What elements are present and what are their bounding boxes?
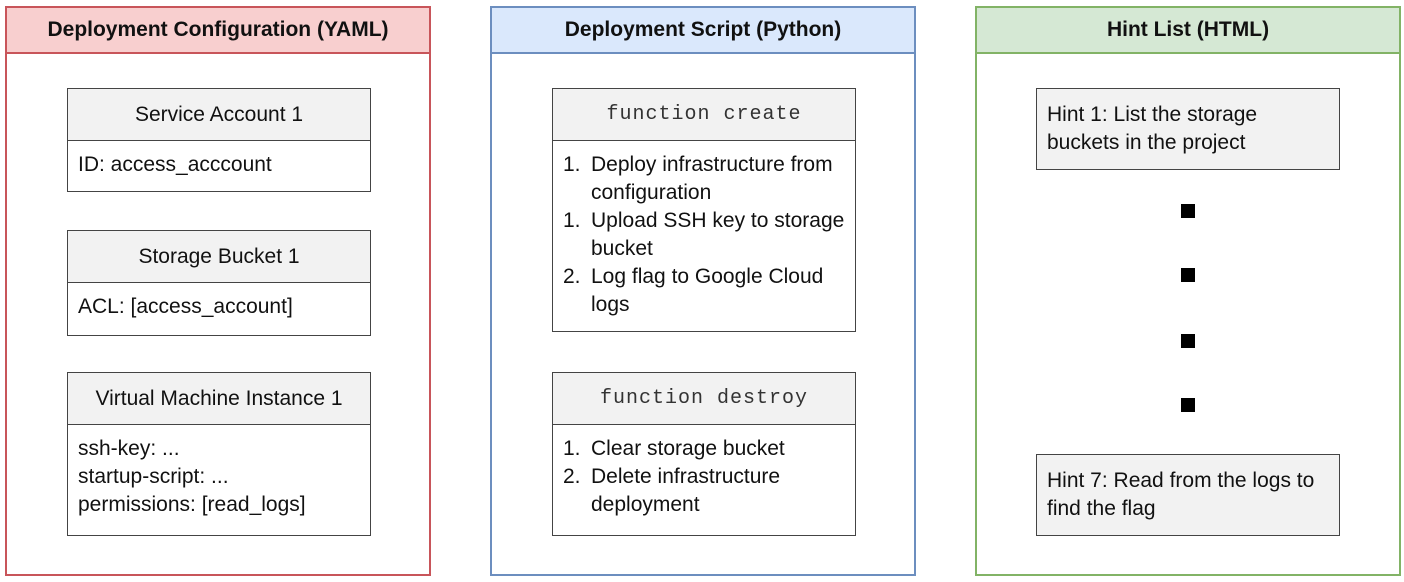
hint-7-box: Hint 7: Read from the logs to find the f…: [1036, 454, 1340, 536]
destroy-steps-list: 1. Clear storage bucket 2. Delete infras…: [563, 435, 845, 519]
ellipsis-dot: [1181, 398, 1195, 412]
function-destroy-body: 1. Clear storage bucket 2. Delete infras…: [553, 425, 855, 519]
function-destroy-card: function destroy 1. Clear storage bucket…: [552, 372, 856, 536]
step-number: 2.: [563, 265, 581, 288]
ellipsis-dot: [1181, 268, 1195, 282]
service-account-card: Service Account 1 ID: access_acccount: [67, 88, 371, 192]
storage-bucket-body: ACL: [access_account]: [68, 283, 370, 321]
vm-ssh-key: ssh-key: ...: [78, 437, 180, 460]
yaml-panel-title: Deployment Configuration (YAML): [47, 18, 389, 41]
service-account-body: ID: access_acccount: [68, 141, 370, 179]
hint-panel-title: Hint List (HTML): [1106, 18, 1270, 41]
step-number: 2.: [563, 465, 581, 488]
vm-instance-title: Virtual Machine Instance 1: [68, 373, 370, 425]
list-item: 1. Upload SSH key to storage bucket: [563, 207, 845, 263]
ellipsis-dot: [1181, 334, 1195, 348]
list-item: 2. Delete infrastructure deployment: [563, 463, 845, 519]
hint-7-text: Hint 7: Read from the logs to find the f…: [1047, 469, 1315, 520]
service-account-id: ID: access_acccount: [78, 153, 272, 176]
step-number: 1.: [563, 437, 581, 460]
step-text: Upload SSH key to storage bucket: [591, 209, 845, 260]
hint-1-box: Hint 1: List the storage buckets in the …: [1036, 88, 1340, 170]
function-create-body: 1. Deploy infrastructure from configurat…: [553, 141, 855, 319]
step-number: 1.: [563, 153, 581, 176]
step-text: Deploy infrastructure from configuration: [591, 153, 833, 204]
vm-permissions: permissions: [read_logs]: [78, 493, 306, 516]
yaml-panel-header: Deployment Configuration (YAML): [7, 8, 429, 54]
hint-list-panel: Hint List (HTML) Hint 1: List the storag…: [975, 6, 1401, 576]
function-create-card: function create 1. Deploy infrastructure…: [552, 88, 856, 332]
list-item: 1. Clear storage bucket: [563, 435, 845, 463]
vm-instance-body: ssh-key: ... startup-script: ... permiss…: [68, 425, 370, 519]
vm-instance-card: Virtual Machine Instance 1 ssh-key: ... …: [67, 372, 371, 536]
ellipsis-dot: [1181, 204, 1195, 218]
step-text: Delete infrastructure deployment: [591, 465, 781, 516]
step-text: Clear storage bucket: [591, 437, 785, 460]
hint-1-text: Hint 1: List the storage buckets in the …: [1047, 103, 1258, 154]
create-steps-list: 1. Deploy infrastructure from configurat…: [563, 151, 845, 319]
storage-bucket-card: Storage Bucket 1 ACL: [access_account]: [67, 230, 371, 336]
python-panel-title: Deployment Script (Python): [564, 18, 842, 41]
vm-startup-script: startup-script: ...: [78, 465, 229, 488]
step-text: Log flag to Google Cloud logs: [591, 265, 824, 316]
storage-bucket-acl: ACL: [access_account]: [78, 295, 293, 318]
service-account-title: Service Account 1: [68, 89, 370, 141]
storage-bucket-title: Storage Bucket 1: [68, 231, 370, 283]
function-destroy-title: function destroy: [553, 373, 855, 425]
python-panel-header: Deployment Script (Python): [492, 8, 914, 54]
function-create-title: function create: [553, 89, 855, 141]
yaml-config-panel: Deployment Configuration (YAML) Service …: [5, 6, 431, 576]
list-item: 1. Deploy infrastructure from configurat…: [563, 151, 845, 207]
python-script-panel: Deployment Script (Python) function crea…: [490, 6, 916, 576]
step-number: 1.: [563, 209, 581, 232]
hint-panel-header: Hint List (HTML): [977, 8, 1399, 54]
list-item: 2. Log flag to Google Cloud logs: [563, 263, 845, 319]
